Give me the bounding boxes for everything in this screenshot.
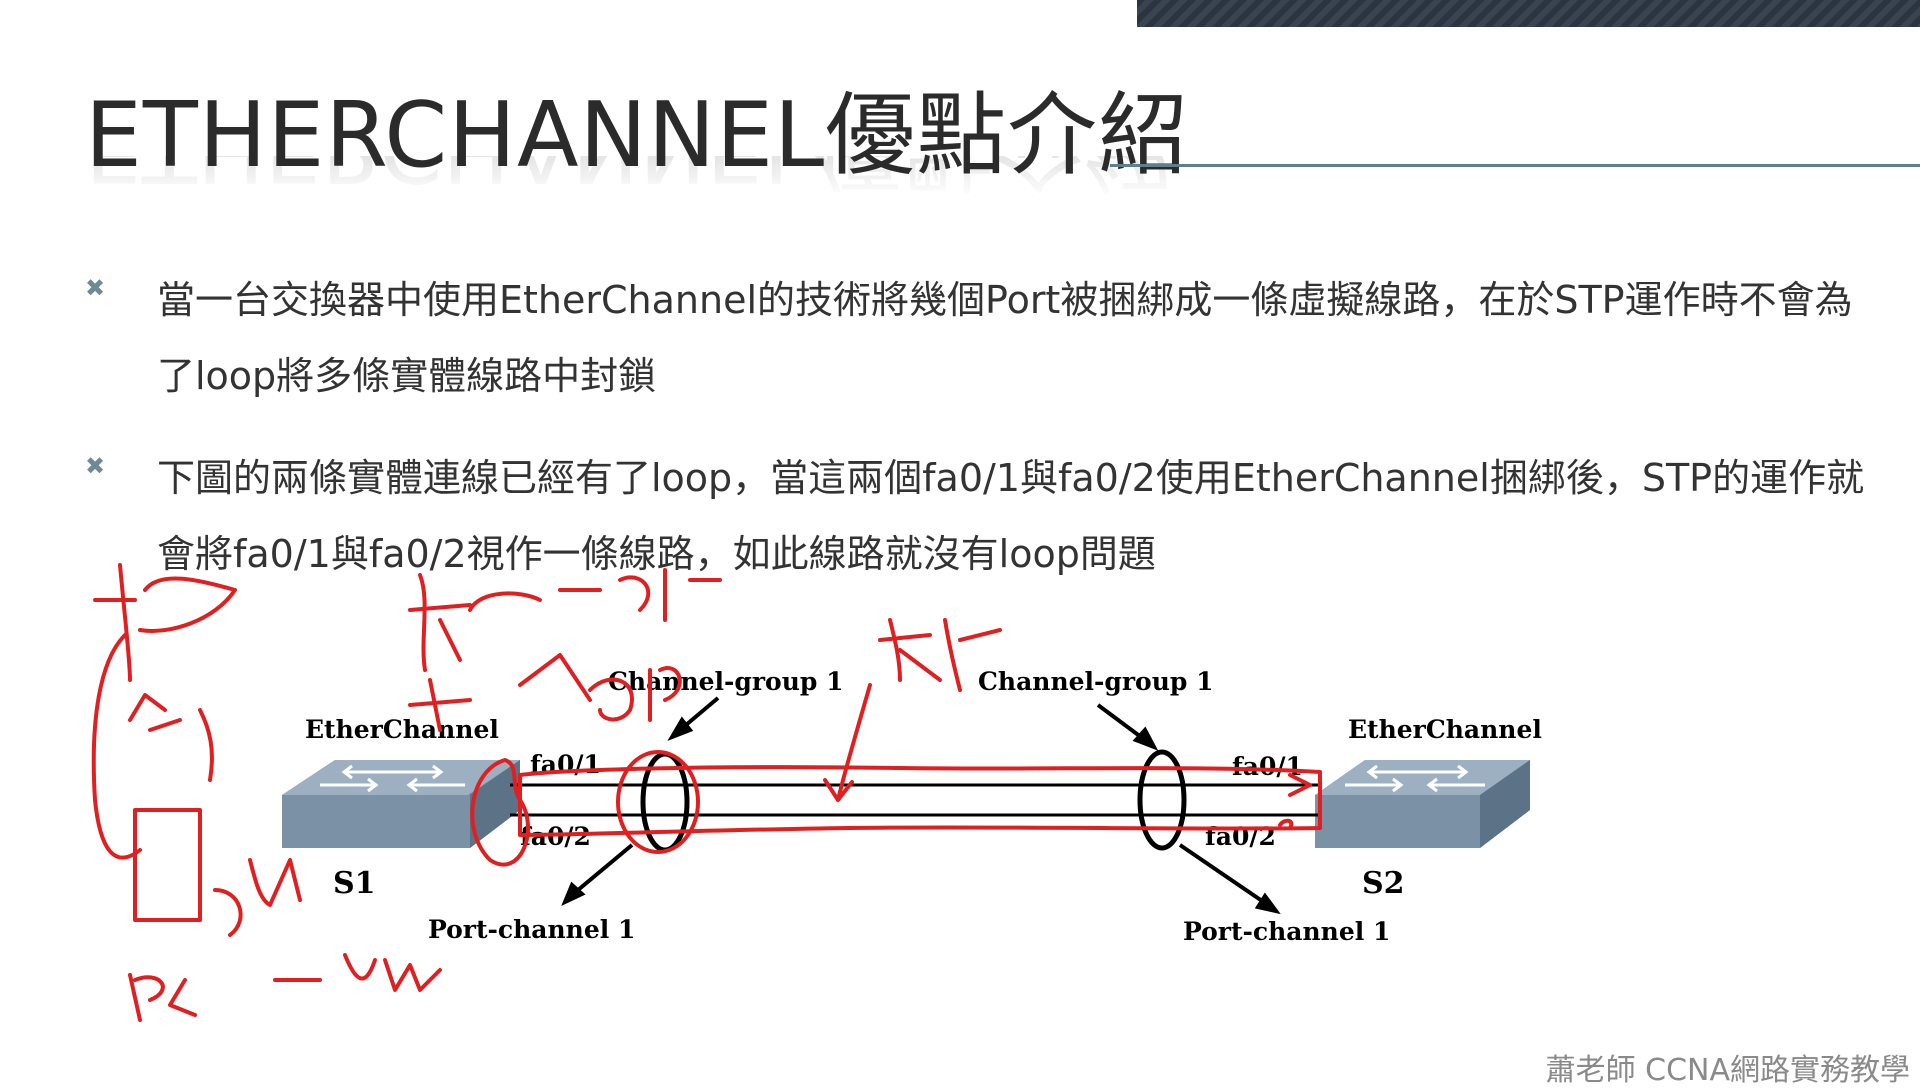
slide-title: ETHERCHANNEL優點介紹 — [85, 83, 1190, 188]
channel-group-left-label: Channel-group 1 — [608, 667, 844, 696]
etherchannel-right-label: EtherChannel — [1348, 715, 1542, 744]
port-fa02-right-label: fa0/2 — [1205, 822, 1276, 851]
port-channel-left-label: Port-channel 1 — [428, 915, 635, 944]
bullet-list: ✖ 當一台交換器中使用EtherChannel的技術將幾個Port被捆綁成一條虛… — [85, 262, 1885, 618]
switch-s1-label: S1 — [333, 866, 376, 901]
port-channel-right-label: Port-channel 1 — [1183, 917, 1390, 946]
x-bullet-icon: ✖ — [85, 452, 106, 480]
footer-credit: 蕭老師 CCNA網路實務教學 — [1545, 1053, 1910, 1088]
etherchannel-diagram: EtherChannel EtherChannel Channel-group … — [91, 563, 1542, 1022]
title-reflection: ETHERCHANNEL優點介紹 — [85, 156, 1189, 198]
channel-ellipse-right — [1137, 749, 1187, 851]
handwritten-annotations — [91, 563, 1322, 1022]
channel-group-right-label: Channel-group 1 — [978, 667, 1214, 696]
bullet-text: 當一台交換器中使用EtherChannel的技術將幾個Port被捆綁成一條虛擬線… — [157, 278, 1853, 398]
switch-s2-icon — [1315, 760, 1530, 848]
switch-s2-label: S2 — [1362, 866, 1405, 901]
switch-s1-icon — [282, 760, 520, 848]
bullet-item: ✖ 當一台交換器中使用EtherChannel的技術將幾個Port被捆綁成一條虛… — [85, 262, 1885, 414]
etherchannel-left-label: EtherChannel — [305, 715, 499, 744]
title-underline — [1110, 164, 1920, 167]
top-decorative-bar — [1137, 0, 1920, 27]
bullet-item: ✖ 下圖的兩條實體連線已經有了loop，當這兩個fa0/1與fa0/2使用Eth… — [85, 440, 1885, 592]
x-bullet-icon: ✖ — [85, 274, 106, 302]
bullet-text: 下圖的兩條實體連線已經有了loop，當這兩個fa0/1與fa0/2使用Ether… — [157, 456, 1865, 576]
title-block: ETHERCHANNEL優點介紹 ETHERCHANNEL優點介紹 — [85, 83, 1190, 199]
